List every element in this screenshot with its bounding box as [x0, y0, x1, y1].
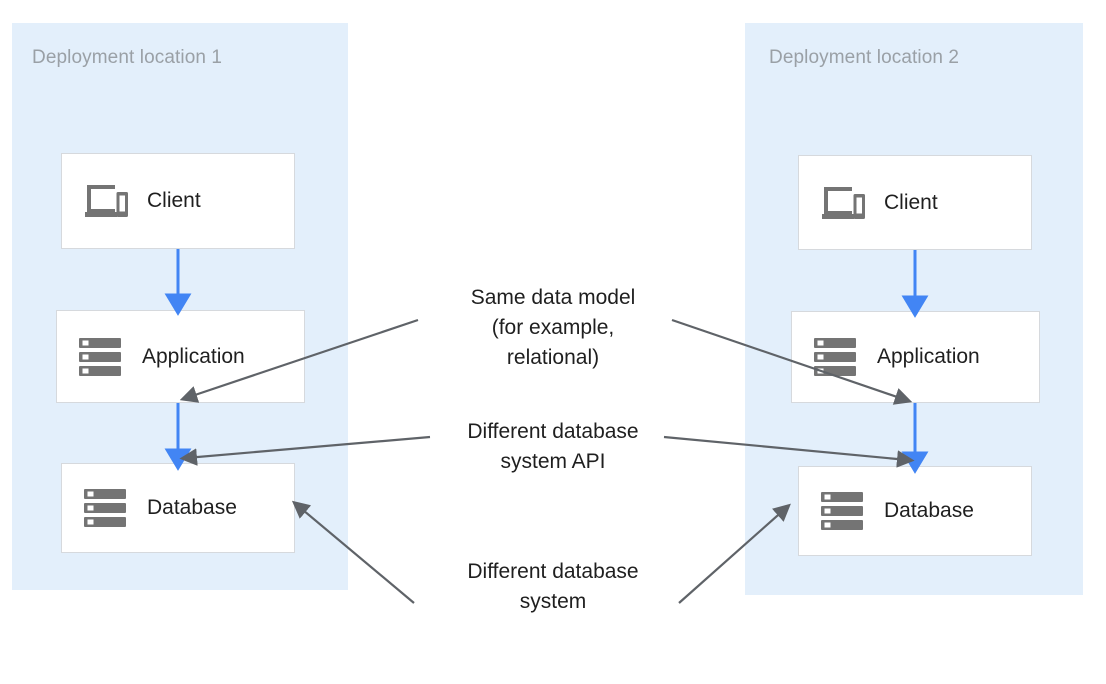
devices-icon — [816, 181, 870, 225]
server-rack-icon — [74, 335, 128, 379]
annotation-data-model: Same data model (for example, relational… — [470, 286, 636, 369]
node-application-1[interactable]: Application — [56, 310, 305, 403]
node-client-1[interactable]: Client — [61, 153, 295, 249]
devices-icon — [79, 179, 133, 223]
node-client-2[interactable]: Client — [798, 155, 1032, 250]
node-client-2-label: Client — [884, 190, 938, 214]
node-database-1[interactable]: Database — [61, 463, 295, 553]
node-database-2-label: Database — [884, 499, 974, 522]
node-client-1-label: Client — [147, 189, 201, 212]
node-application-2-label: Application — [877, 345, 980, 368]
annotation-db-system: Different database system — [467, 560, 639, 613]
node-database-1-label: Database — [147, 496, 237, 519]
deployment-zone-2-title: Deployment location 2 — [769, 47, 960, 68]
annotation-db-api: Different database system API — [467, 420, 639, 473]
node-application-1-label: Application — [142, 344, 245, 368]
deployment-zone-1-title: Deployment location 1 — [32, 47, 223, 68]
server-rack-icon — [809, 335, 863, 379]
node-database-2[interactable]: Database — [798, 466, 1032, 556]
server-rack-icon — [816, 489, 870, 533]
node-application-2[interactable]: Application — [791, 311, 1040, 403]
server-rack-icon — [79, 486, 133, 530]
